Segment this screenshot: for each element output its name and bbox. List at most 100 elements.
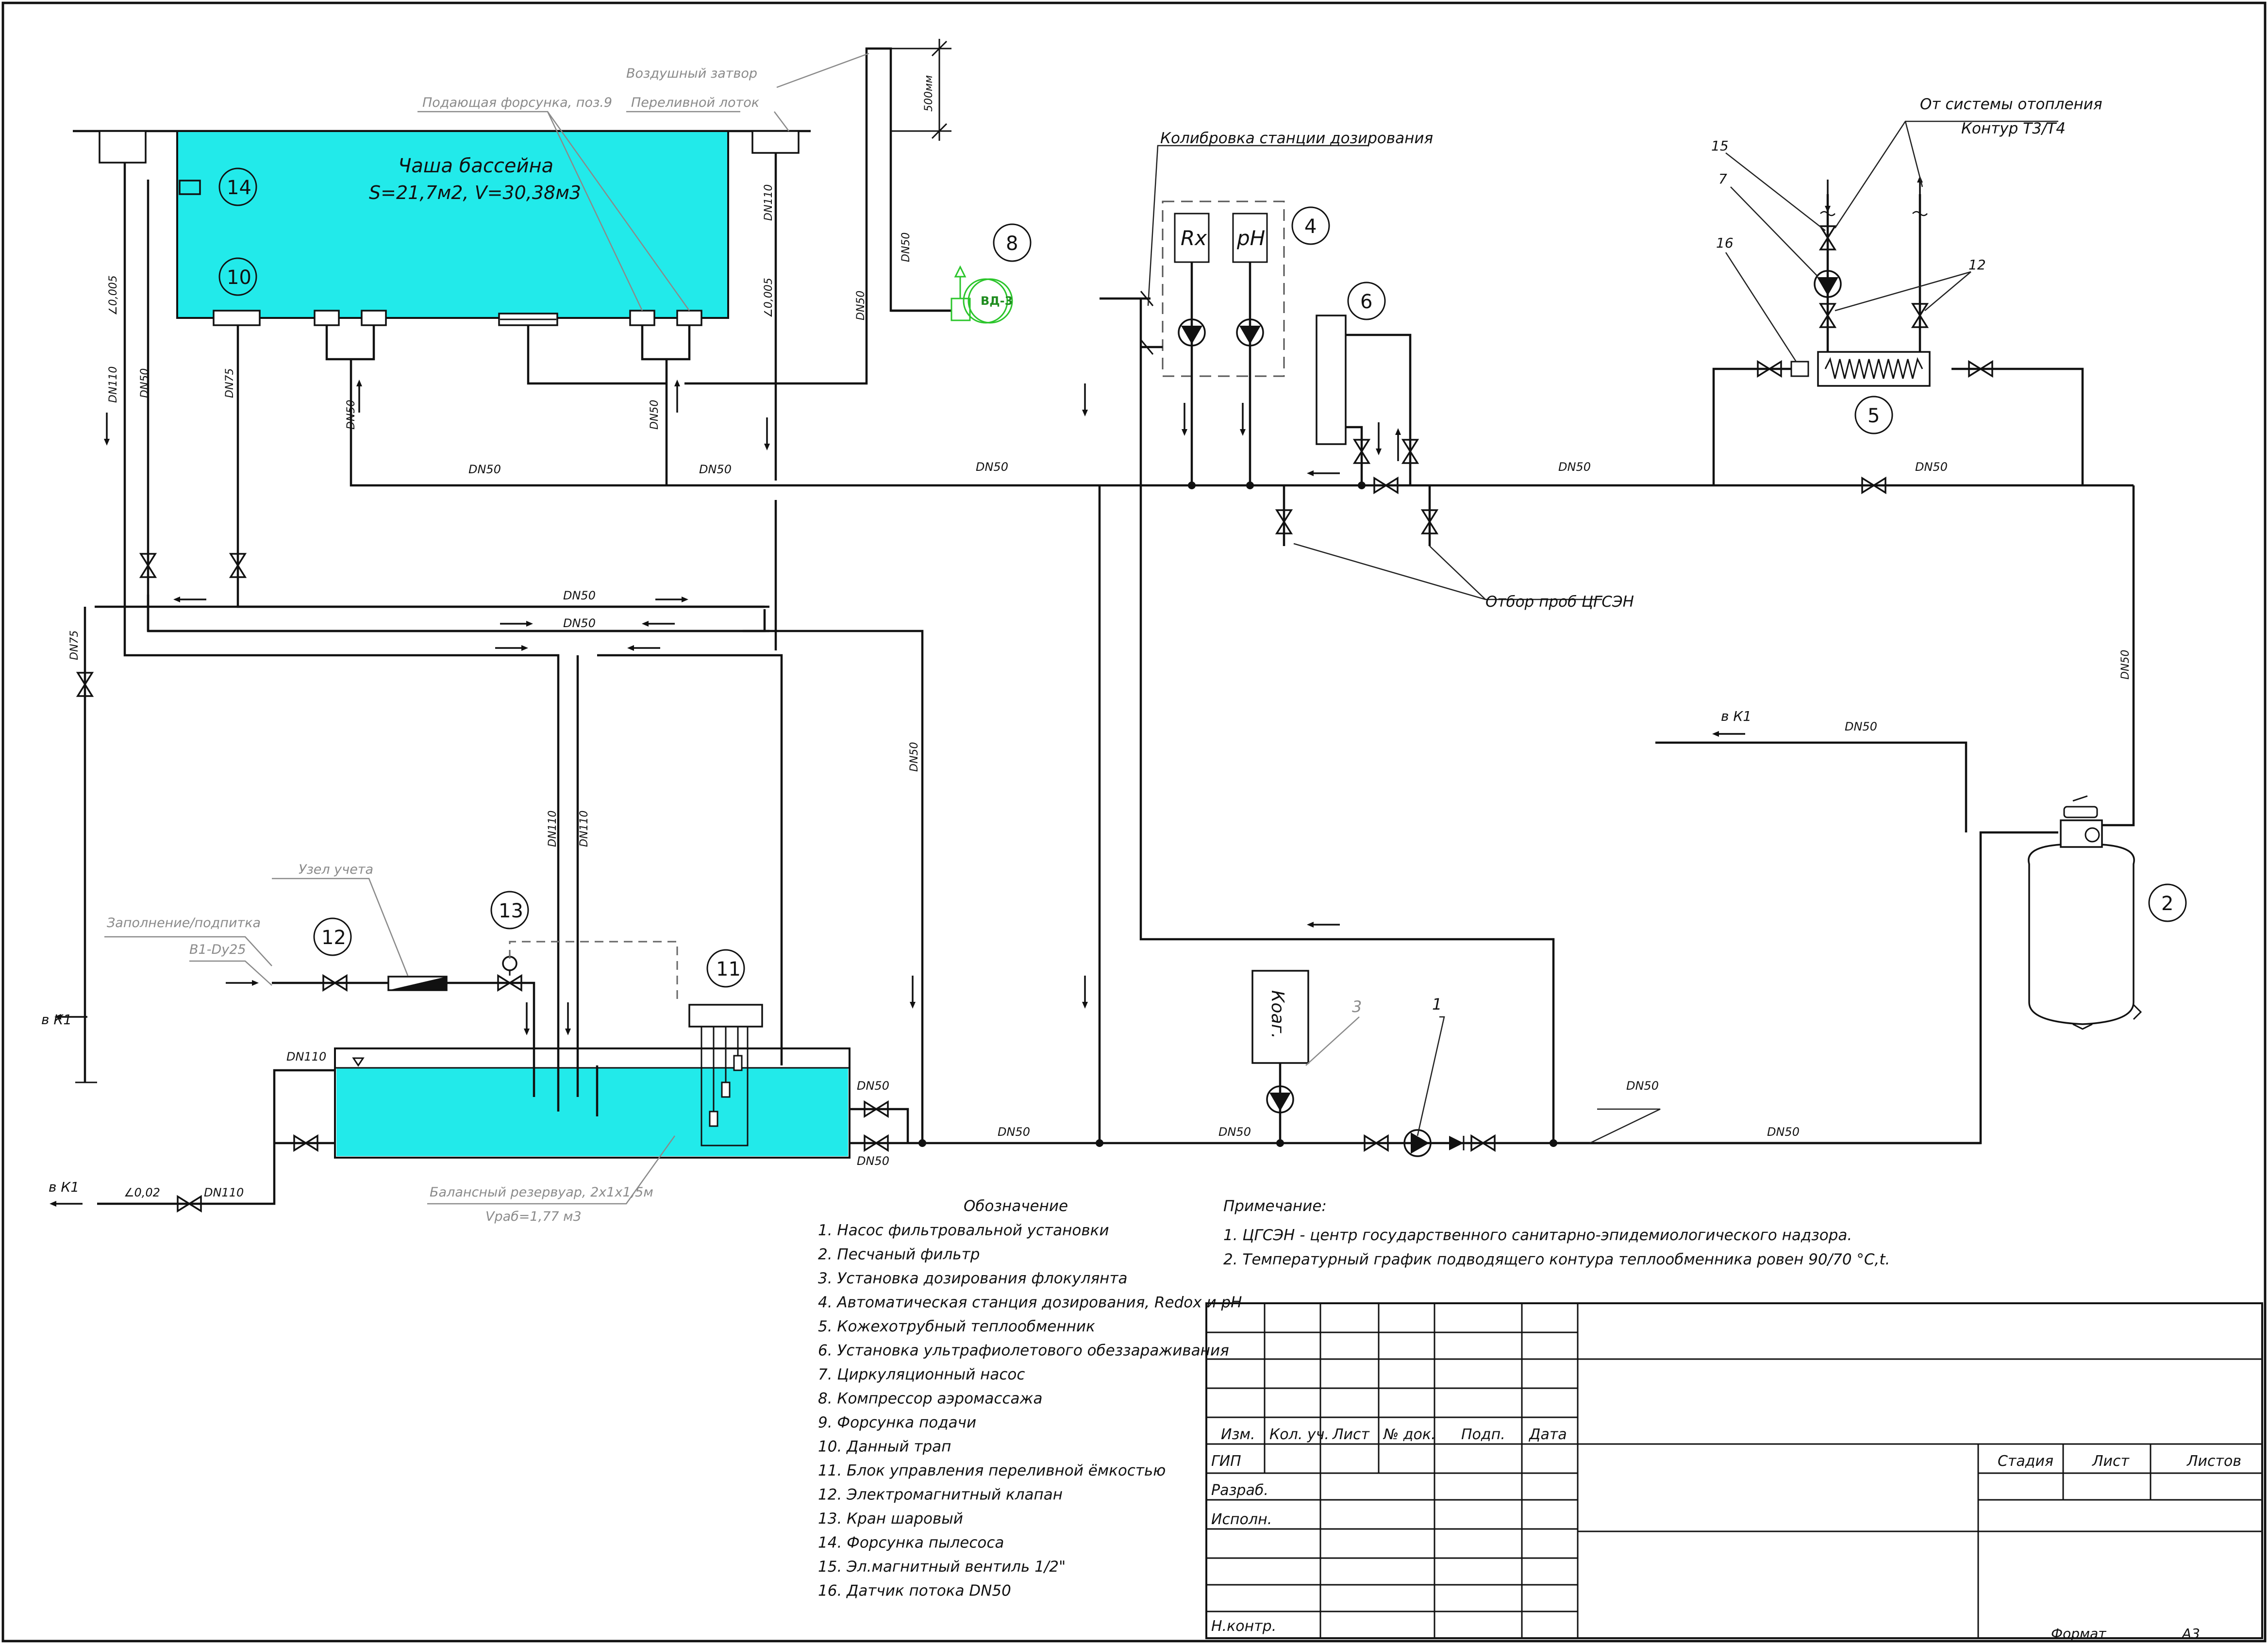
dn-label: DN50: [1767, 1125, 1800, 1139]
dn-label: DN50: [468, 463, 501, 476]
marker-14: 14: [227, 177, 251, 199]
metering-label: Узел учета: [299, 862, 373, 877]
dn-label-v: DN110: [578, 811, 590, 847]
sheets-col: Листов: [2186, 1453, 2241, 1470]
dn-label: DN50: [1558, 460, 1591, 474]
skimmer-left: [99, 130, 147, 164]
dn-label-v: DN50: [2119, 650, 2132, 680]
legend-item: 14. Форсунка пылесоса: [818, 1534, 1004, 1552]
pool-params: S=21,7м2, V=30,38м3: [369, 182, 581, 203]
marker-2: 2: [2161, 893, 2173, 915]
slope-label: ∠0,005: [763, 278, 775, 318]
heat-exchanger: [1757, 120, 2058, 494]
return-manifold: [95, 553, 769, 652]
col-doc: № док.: [1383, 1426, 1436, 1443]
supply-nozzle-2: [361, 310, 387, 326]
dn-label: DN50: [857, 1079, 889, 1093]
fill-label: Заполнение/подпитка: [107, 915, 261, 930]
supply-nozzle-1: [314, 310, 340, 326]
dn-label-v: DN50: [345, 400, 357, 430]
note-1: 1. ЦГСЭН - центр государственного санита…: [1223, 1227, 1852, 1244]
dn-label: DN50: [976, 460, 1008, 474]
legend-item: 6. Установка ультрафиолетового обеззараж…: [818, 1342, 1229, 1360]
legend-item: 7. Циркуляционный насос: [818, 1366, 1025, 1383]
supply-nozzle-4: [676, 310, 702, 326]
air-lock-label: Воздушный затвор: [626, 66, 757, 81]
col-sign: Подп.: [1461, 1426, 1505, 1443]
dosing-calibration-label: Колибровка станции дозирования: [1160, 130, 1433, 147]
marker-11: 11: [716, 958, 741, 980]
marker-5: 5: [1868, 405, 1880, 427]
format-value: А3: [2181, 1626, 2200, 1642]
dn-label-v: DN50: [855, 291, 867, 320]
dn-label: DN50: [563, 616, 596, 630]
marker-13b: 12: [1968, 257, 1986, 273]
legend-item: 15. Эл.магнитный вентиль 1/2": [818, 1558, 1066, 1576]
dn-label: DN50: [699, 463, 732, 476]
gray-leaders: [104, 52, 1661, 1205]
legend-item: 8. Компрессор аэромассажа: [818, 1390, 1042, 1408]
balance-tank: [49, 941, 1981, 1212]
legend-item: 1. Насос фильтровальной установки: [818, 1222, 1109, 1239]
pool-title: Чаша бассейна: [398, 155, 553, 177]
balance-tank-label: Балансный резервуар, 2х1х1,5м: [430, 1185, 653, 1200]
dn-label-v: DN50: [649, 400, 661, 430]
legend-item: 10. Данный трап: [818, 1438, 951, 1456]
filter-line: Коаг.: [918, 299, 2058, 1157]
marker-12: 13: [499, 900, 523, 922]
sheet-col: Лист: [2092, 1453, 2130, 1470]
dn-label-v: DN50: [908, 742, 920, 772]
legend: Обозначение 1. Насос фильтровальной уста…: [818, 1197, 1242, 1600]
vacuum-nozzle: [179, 180, 201, 195]
role-nkontr: Н.контр.: [1211, 1618, 1276, 1635]
dn-label: DN50: [998, 1125, 1030, 1139]
sampling-label: Отбор проб ЦГСЭН: [1485, 593, 1634, 611]
title-block: Изм. Кол. уч. Лист № док. Подп. Дата ГИП…: [1205, 1302, 2263, 1642]
note-2: 2. Температурный график подводящего конт…: [1223, 1251, 1890, 1268]
ph-label: pH: [1236, 226, 1265, 250]
dn-label-v: DN75: [224, 368, 236, 398]
solenoid-valve: [502, 956, 517, 971]
dn-label: DN110: [204, 1186, 244, 1199]
marker-15: 15: [1711, 138, 1729, 154]
heating-circuit-label: Контур Т3/Т4: [1961, 120, 2066, 137]
coagulant-label: Коаг.: [1267, 990, 1287, 1039]
col-date: Дата: [1528, 1426, 1567, 1443]
dn-label-v: DN50: [900, 232, 912, 262]
compressor: ВД-3: [891, 265, 1013, 324]
dn-label-v: DN110: [763, 184, 775, 221]
level-controller: [688, 1004, 763, 1028]
stage-col: Стадия: [1998, 1453, 2053, 1470]
legend-item: 2. Песчаный фильтр: [818, 1246, 980, 1263]
position-markers: 14 10 8 4 6 5 2 12 13 11 1 3 15 7 16 12: [218, 138, 2187, 1016]
legend-title: Обозначение: [964, 1197, 1068, 1215]
to-k1-label: в К1: [41, 1012, 72, 1028]
height-500-label: 500мм: [923, 75, 935, 112]
marker-8: 8: [1006, 232, 1018, 255]
supply-nozzle-3: [629, 310, 655, 326]
role-razrab: Разраб.: [1211, 1482, 1268, 1499]
dn-label-v: DN110: [107, 366, 119, 403]
supply-nozzle-label: Подающая форсунка, поз.9: [422, 95, 612, 110]
legend-item: 4. Автоматическая станция дозирования, R…: [818, 1294, 1242, 1312]
legend-item: 16. Датчик потока DN50: [818, 1582, 1011, 1600]
pipe-labels: DN50 DN50 DN50 DN50 DN50 DN50 DN50 DN50 …: [68, 184, 2132, 1199]
notes: Примечание: 1. ЦГСЭН - центр государстве…: [1223, 1197, 1890, 1268]
dn-label: DN50: [1218, 1125, 1251, 1139]
marker-10: 10: [227, 266, 251, 289]
rx-label: Rx: [1181, 226, 1207, 250]
annotations: Воздушный затвор Подающая форсунка, поз.…: [41, 66, 2102, 1224]
compressor-label: ВД-3: [981, 294, 1013, 308]
dn-label-v: DN75: [68, 631, 81, 660]
marker-4: 4: [1304, 216, 1317, 238]
notes-title: Примечание:: [1223, 1197, 1327, 1215]
drain-k1: [75, 607, 97, 1083]
dosing-station: Rx pH: [1081, 145, 1369, 489]
legend-item: 3. Установка дозирования флокулянта: [818, 1270, 1128, 1287]
col-list: Лист: [1332, 1426, 1370, 1443]
to-k1-label: в К1: [1721, 708, 1751, 724]
dn-label: DN50: [1626, 1079, 1659, 1093]
dn-label: DN50: [563, 589, 596, 602]
marker-13: 12: [321, 927, 346, 949]
